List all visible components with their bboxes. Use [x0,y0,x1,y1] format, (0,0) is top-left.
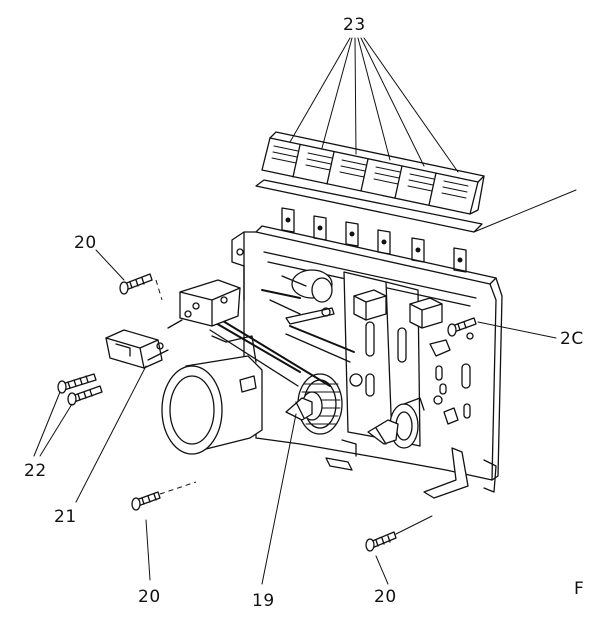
escutcheon-plate [255,179,577,233]
label-20-top-left: 20 [74,233,97,253]
label-19: 19 [252,591,275,611]
drive-belt [209,317,331,387]
small-screws-22 [33,373,103,457]
label-23: 23 [343,15,366,35]
screw-20-bottom-left [131,481,197,581]
leader-lines-23 [289,37,459,173]
upper-pulley [261,269,363,387]
leader-19 [261,413,297,585]
screw-20-top-left [95,249,163,301]
screw-20-bottom-right [365,515,433,585]
label-20-bottom-left: 20 [138,587,161,607]
motor [161,335,263,455]
flywheel [285,373,343,435]
label-2c: 2C [560,329,584,349]
screw-2c-right [447,317,557,339]
leader-21 [75,365,147,503]
bracket-21 [105,279,241,369]
label-20-bottom-right: 20 [374,587,397,607]
label-22: 22 [24,461,47,481]
right-spindle [367,397,425,449]
label-21: 21 [54,507,77,527]
key-tops [261,131,485,215]
label-sheet-letter: F [574,579,584,599]
